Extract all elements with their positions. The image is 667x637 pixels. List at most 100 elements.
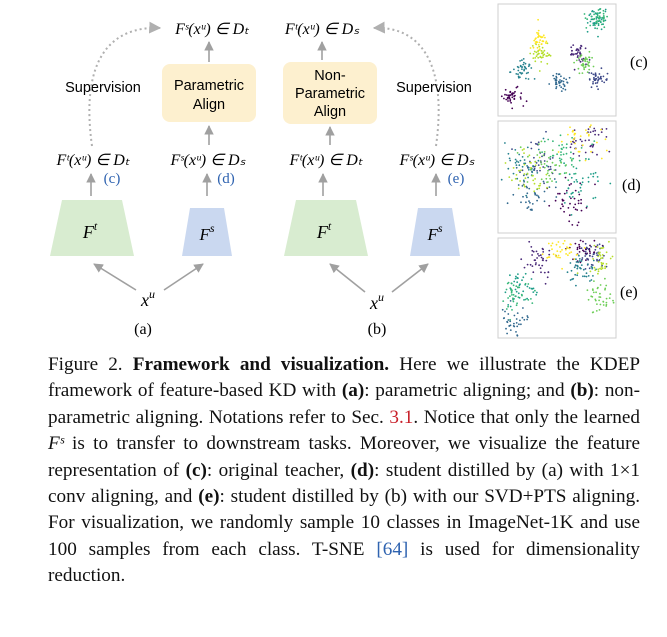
tsne-point [574,172,577,175]
tsne-point [612,301,615,304]
tsne-point [537,148,540,151]
tsne-point [513,97,516,100]
tsne-point [590,263,593,266]
tsne-point [537,29,540,32]
tsne-point [601,254,604,256]
tsne-point [583,246,586,249]
tsne-point [532,169,535,171]
tsne-point [536,257,538,259]
vis-d-label: (d) [622,177,641,194]
tsne-point [511,107,514,110]
tsne-point [577,57,580,59]
tsne-point [531,265,534,267]
tsne-point [507,100,509,102]
tsne-point [552,140,554,143]
tsne-point [534,57,537,59]
tsne-point [560,86,563,89]
tsne-point [592,130,595,133]
parametric-align-line1: Parametric [174,78,244,94]
tsne-point [594,78,597,80]
b-student-output: Fˢ(xᵘ) ∈ Dₛ [398,152,475,169]
tsne-point [533,182,536,185]
tsne-point [563,240,566,242]
tsne-point [516,177,519,180]
tsne-point [568,252,571,255]
tsne-point [540,43,543,46]
tsne-point [523,266,526,269]
tsne-point [527,206,530,208]
tsne-point [540,178,543,181]
tsne-point [523,299,525,301]
tsne-point [522,63,525,66]
tsne-point [586,205,588,208]
tsne-point [543,151,546,153]
tsne-point [605,303,608,306]
tsne-point [535,250,538,253]
tsne-point [600,131,603,134]
tsne-point [595,291,597,294]
a-student-label: Fs [198,221,214,244]
tsne-point [596,27,599,30]
tsne-point [594,248,597,251]
tsne-point [538,187,541,190]
tsne-point [559,250,562,253]
tsne-point [564,88,567,91]
tsne-point [553,77,556,80]
tsne-point [586,18,589,21]
tsne-point [509,329,512,331]
tsne-point [581,72,584,74]
a-teacher-label: Ft [82,219,98,242]
tsne-point [589,13,592,15]
tsne-point [523,184,526,186]
tsne-point [576,180,579,183]
tsne-point [599,303,602,306]
tsne-point [588,68,591,71]
tsne-point [506,320,508,323]
tsne-point [585,259,587,261]
tsne-point [538,264,540,267]
tsne-point [541,46,544,49]
tsne-point [532,174,534,177]
tsne-point [555,196,558,198]
tsne-point [570,183,572,185]
tsne-point [563,210,565,213]
caption-label: Figure 2. [48,354,123,375]
tsne-point [576,209,579,211]
tsne-point [571,196,574,198]
b-student-network [410,208,460,256]
tsne-point [555,181,558,183]
tsne-point [599,254,602,257]
tsne-point [554,78,557,81]
tsne-point [569,262,572,264]
section-reference-link[interactable]: 3.1 [389,406,414,428]
tsne-point [527,71,529,74]
nonparametric-align-line2: Parametric [295,86,365,102]
tsne-point [594,73,597,76]
tsne-point [518,169,520,172]
tsne-point [560,140,563,143]
tsne-point [579,47,582,50]
tsne-point [609,257,612,260]
tsne-point [539,161,542,163]
tsne-point [596,81,599,84]
tsne-point [594,27,596,29]
tsne-point [543,160,546,162]
tsne-point [596,20,599,22]
tsne-point [581,177,584,180]
tsne-point [575,261,578,263]
tsne-point [507,97,509,100]
tsne-point [553,169,556,172]
tsne-point [560,75,562,78]
tsne-point [574,273,577,276]
a-teacher-output: Fᵗ(xᵘ) ∈ Dₜ [55,152,129,169]
tsne-point [522,179,525,182]
tsne-point [527,166,530,169]
tsne-point [534,259,537,262]
tsne-point [605,263,608,265]
tsne-point [597,133,600,136]
tsne-point [548,168,551,171]
citation-link[interactable]: [64] [376,538,409,560]
tsne-point [562,242,565,245]
tsne-point [545,177,548,180]
tsne-point [600,261,603,264]
